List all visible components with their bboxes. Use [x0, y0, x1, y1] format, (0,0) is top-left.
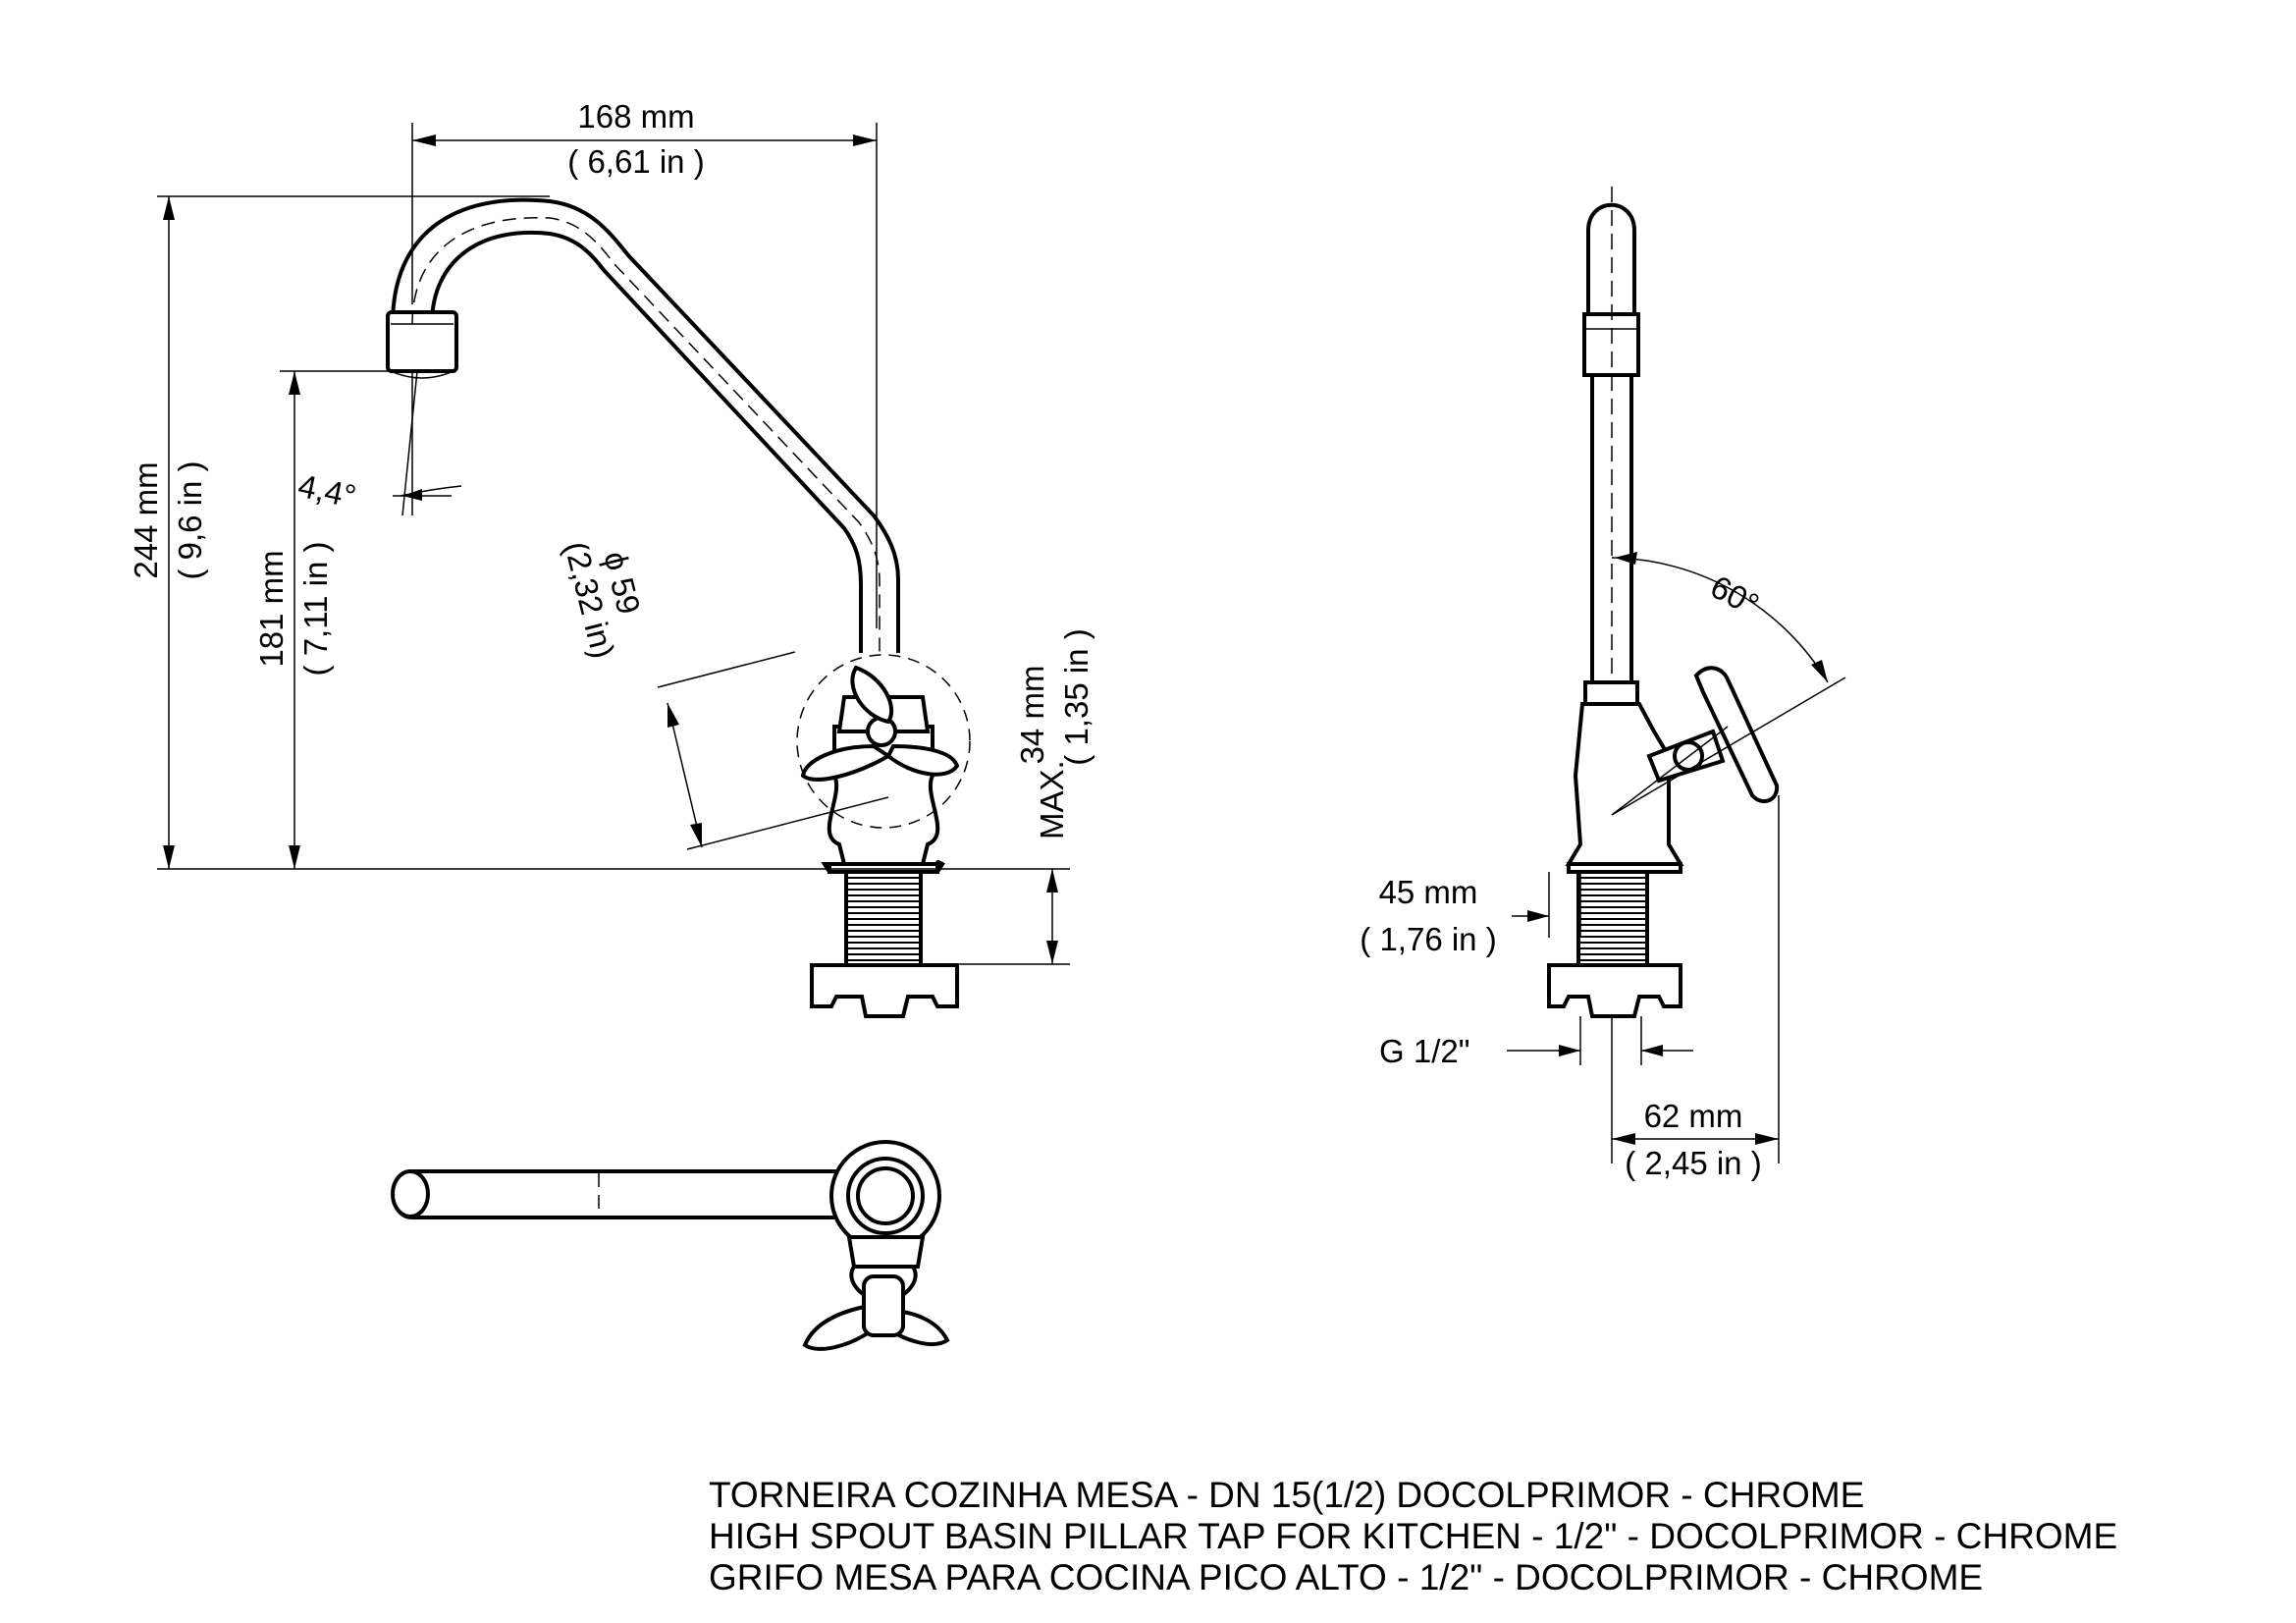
total-height-in: ( 9,6 in ) [172, 460, 208, 579]
dimension-spout-angle: 4,4° [295, 370, 462, 516]
dimension-outlet-height: 181 mm ( 7,11 in ) [253, 370, 391, 869]
outlet-height-mm: 181 mm [253, 550, 290, 667]
top-handle-left [802, 1303, 881, 1351]
handle-reach-in: ( 2,45 in ) [1625, 1145, 1761, 1181]
dimension-total-height: 244 mm ( 9,6 in ) [128, 195, 550, 869]
top-view [391, 1140, 950, 1351]
handle-arm-right [885, 743, 960, 777]
handle-arm-left [800, 743, 892, 782]
thread-hatching [848, 877, 919, 961]
dimension-max-thickness: MAX. 34 mm ( 1,35 in ) [1014, 628, 1095, 964]
base-diameter-circle [796, 654, 971, 829]
spout-angle-value: 4,4° [295, 467, 359, 514]
faucet-spout [386, 197, 900, 653]
total-height-mm: 244 mm [128, 461, 164, 578]
max-thickness-in: ( 1,35 in ) [1058, 628, 1095, 765]
caption-line-spanish: GRIFO MESA PARA COCINA PICO ALTO - 1/2" … [709, 1557, 1984, 1597]
side-valve-body [1565, 666, 1780, 866]
caption-line-portuguese: TORNEIRA COZINHA MESA - DN 15(1/2) DOCOL… [709, 1475, 1865, 1515]
valve-body [796, 654, 971, 874]
handle-reach-mm: 62 mm [1644, 1098, 1743, 1134]
lock-nut [810, 963, 959, 1018]
max-label: MAX. [1034, 760, 1070, 839]
shank-length-mm: 45 mm [1379, 874, 1478, 910]
side-shank [1547, 862, 1682, 1018]
outlet-height-in: ( 7,11 in ) [297, 542, 334, 676]
side-handle [1693, 666, 1780, 804]
dimension-spout-reach: 168 mm ( 6,61 in ) [411, 98, 878, 628]
product-caption: TORNEIRA COZINHA MESA - DN 15(1/2) DOCOL… [709, 1475, 2117, 1598]
dimension-base-diameter: ϕ 59 (2,32 in) [558, 538, 889, 850]
thread-value: G 1/2" [1379, 1033, 1469, 1069]
shank-length-in: ( 1,76 in ) [1360, 921, 1496, 957]
dimension-shank-length: 45 mm ( 1,76 in ) [1360, 872, 1581, 957]
threaded-shank [810, 870, 959, 1018]
spout-reach-in: ( 6,61 in ) [567, 143, 704, 180]
handle-arm-top [850, 665, 894, 725]
side-view: 60° 45 mm ( 1,76 in ) G 1/2" [1360, 187, 1846, 1181]
dimension-handle-reach: 62 mm ( 2,45 in ) [1611, 795, 1780, 1181]
handle-angle-value: 60° [1705, 568, 1765, 623]
spout-reach-mm: 168 mm [577, 98, 694, 135]
dimension-thread: G 1/2" [1379, 1016, 1693, 1069]
front-view: 168 mm ( 6,61 in ) 244 mm ( 9,6 in ) 181… [128, 98, 1095, 1018]
thread-hatching [1580, 877, 1645, 961]
caption-line-english: HIGH SPOUT BASIN PILLAR TAP FOR KITCHEN … [709, 1516, 2118, 1556]
max-thickness-mm: 34 mm [1014, 666, 1050, 765]
aerator-nozzle [386, 310, 458, 373]
